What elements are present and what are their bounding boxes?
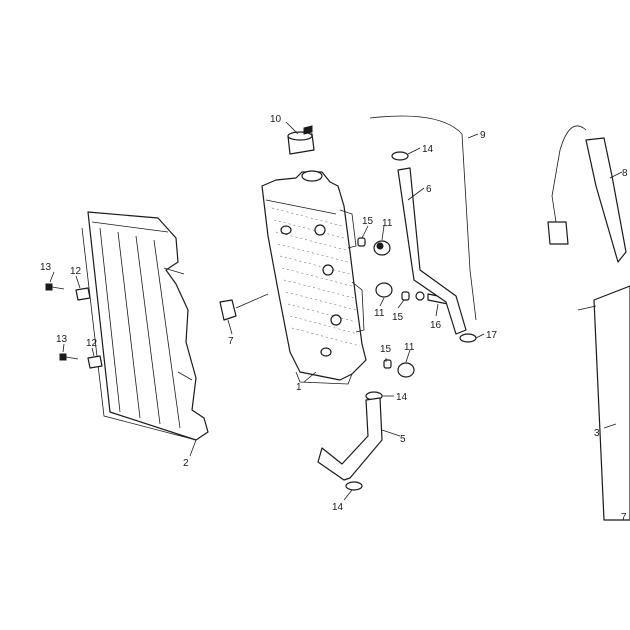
radiator xyxy=(261,170,367,385)
callout-7-bracket: 7 xyxy=(228,336,234,347)
callout-14-bottom: 14 xyxy=(332,502,344,513)
lower-hose xyxy=(317,397,383,481)
screw-lower xyxy=(59,353,79,361)
callout-14-top: 14 xyxy=(422,144,434,155)
temperature-sensor xyxy=(547,125,627,263)
callout-1: 1 xyxy=(296,382,302,393)
upper-hose xyxy=(397,167,467,335)
hose-clamp-top xyxy=(391,151,409,161)
clip-upper xyxy=(75,287,91,301)
radiator-shroud xyxy=(81,211,209,441)
overflow-tube xyxy=(369,115,477,321)
bracket-left xyxy=(219,293,269,321)
callout-15-middle: 15 xyxy=(392,312,404,323)
callout-14-middle: 14 xyxy=(396,392,408,403)
callout-15-lower: 15 xyxy=(380,344,392,355)
radiator-cap xyxy=(287,125,315,155)
leader-lines xyxy=(49,121,623,501)
callout-6: 6 xyxy=(426,184,432,195)
grommet-upper xyxy=(373,240,391,256)
callout-3: 3 xyxy=(594,428,600,439)
callout-13-upper: 13 xyxy=(40,262,52,273)
callout-12-upper: 12 xyxy=(70,266,82,277)
callout-7-tank: 7 xyxy=(621,512,627,523)
hose-clamp-bottom xyxy=(345,481,363,491)
callout-11-middle: 11 xyxy=(374,308,385,319)
callout-2: 2 xyxy=(183,458,189,469)
spacer-upper xyxy=(357,237,366,247)
callout-11-upper: 11 xyxy=(382,218,393,229)
clip-lower xyxy=(87,355,103,369)
callout-labels: 1 2 3 5 6 7 7 8 9 10 11 11 11 12 12 13 1… xyxy=(40,114,628,523)
callout-15-upper: 15 xyxy=(362,216,374,227)
screw-upper xyxy=(45,283,65,291)
hose-clamp-17 xyxy=(459,333,477,343)
callout-11-lower: 11 xyxy=(404,342,415,353)
spacer-lower xyxy=(383,359,392,369)
callout-8: 8 xyxy=(622,168,628,179)
expansion-tank xyxy=(577,285,630,521)
callout-10: 10 xyxy=(270,114,282,125)
grommet-middle xyxy=(375,282,393,298)
spacer-middle xyxy=(401,291,425,301)
callout-12-lower: 12 xyxy=(86,338,98,349)
callout-17: 17 xyxy=(486,330,498,341)
callout-9: 9 xyxy=(480,130,486,141)
callout-13-lower: 13 xyxy=(56,334,68,345)
callout-16: 16 xyxy=(430,320,442,331)
callout-5: 5 xyxy=(400,434,406,445)
grommet-lower xyxy=(397,362,415,378)
